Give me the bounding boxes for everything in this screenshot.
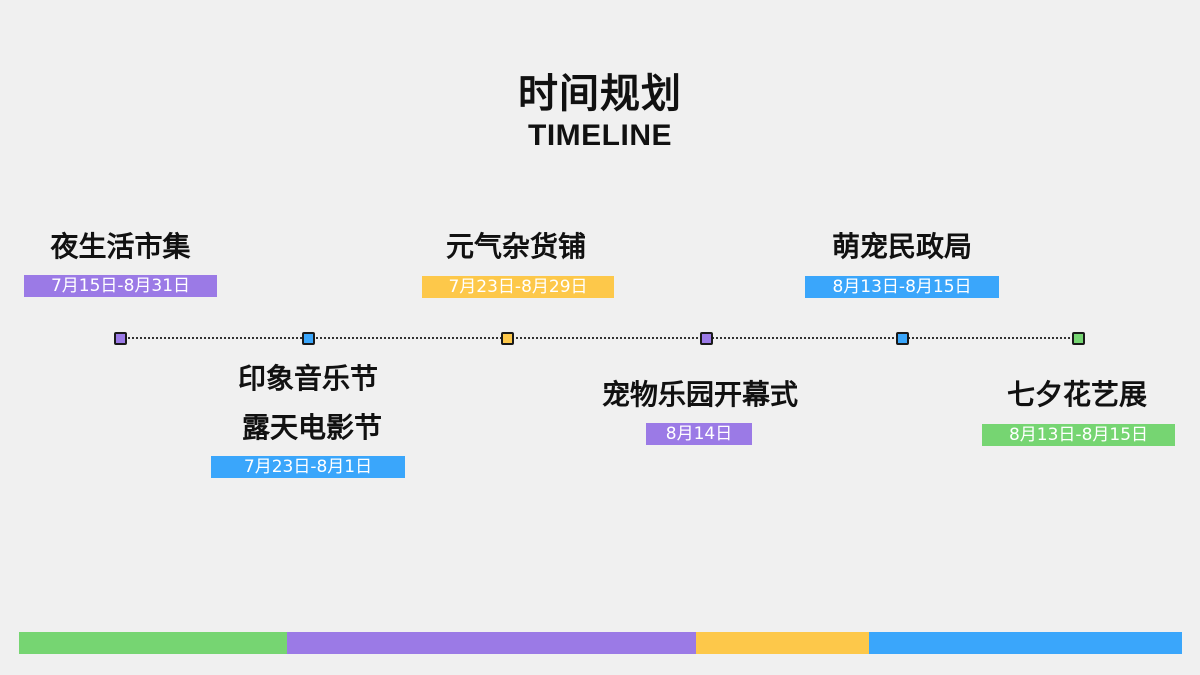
event-date-badge: 7月23日-8月1日	[211, 456, 405, 478]
event-date-badge: 8月14日	[646, 423, 752, 445]
timeline-marker-1	[114, 332, 127, 345]
event-date-badge: 8月13日-8月15日	[982, 424, 1175, 446]
timeline-marker-4	[700, 332, 713, 345]
timeline-marker-6	[1072, 332, 1085, 345]
event-name: 印象音乐节	[237, 362, 378, 395]
event-name: 元气杂货铺	[445, 230, 586, 263]
timeline-marker-2	[302, 332, 315, 345]
timeline-marker-3	[501, 332, 514, 345]
title-english: TIMELINE	[528, 119, 672, 152]
bar-segment-purple	[287, 632, 696, 654]
event-name-secondary: 露天电影节	[241, 411, 382, 444]
bar-segment-blue	[869, 632, 1182, 654]
bar-segment-green	[19, 632, 287, 654]
event-name: 萌宠民政局	[831, 230, 972, 263]
event-name: 宠物乐园开幕式	[601, 378, 798, 411]
title-chinese: 时间规划	[518, 71, 682, 117]
event-date-badge: 7月23日-8月29日	[422, 276, 614, 298]
event-name: 七夕花艺展	[1006, 378, 1147, 411]
timeline-marker-5	[896, 332, 909, 345]
bar-segment-yellow	[696, 632, 869, 654]
event-date-badge: 7月15日-8月31日	[24, 275, 217, 297]
timeline-dotted-line	[120, 337, 1078, 339]
event-date-badge: 8月13日-8月15日	[805, 276, 999, 298]
event-name: 夜生活市集	[50, 230, 191, 263]
